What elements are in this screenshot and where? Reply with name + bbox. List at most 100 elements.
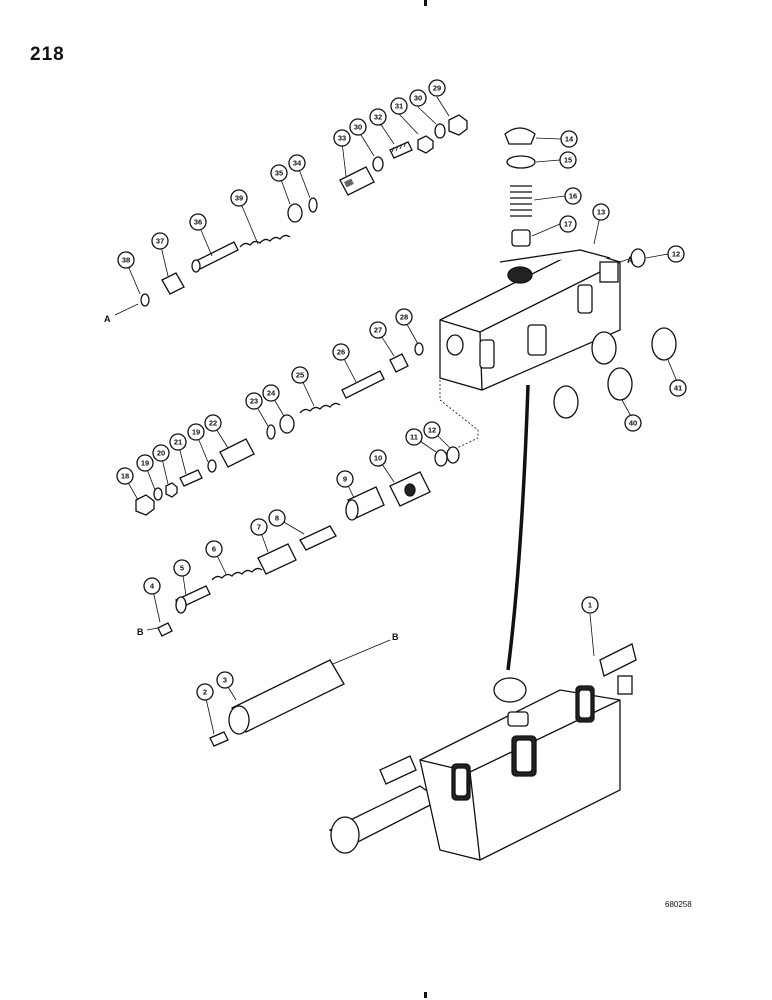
callout-6: 6 [205, 540, 223, 558]
callout-13: 13 [592, 203, 610, 221]
part-16-spring [510, 185, 532, 217]
part-23-o-ring [266, 424, 276, 440]
svg-text:1: 1 [588, 601, 592, 610]
svg-text:37: 37 [156, 237, 164, 246]
part-8-spool-end [299, 525, 337, 551]
figure-code: 680258 [665, 900, 692, 909]
svg-text:16: 16 [569, 192, 577, 201]
part-24-backup-ring [279, 414, 295, 434]
callout-26: 26 [332, 343, 350, 361]
part-1-top-cap [493, 677, 527, 703]
callout-41: 41 [669, 379, 687, 397]
part-12b-o-ring [446, 446, 460, 464]
callout-19a: 19 [187, 423, 205, 441]
svg-text:11: 11 [410, 433, 418, 442]
part-1-top-edge [469, 699, 621, 773]
leader-16 [533, 195, 566, 201]
callout-10: 10 [369, 449, 387, 467]
callout-17: 17 [559, 215, 577, 233]
assembly-link-arrow [506, 384, 530, 671]
part-1-cap-end [330, 816, 360, 854]
leader-a-left [114, 303, 139, 316]
part-27-seat [389, 353, 409, 373]
relief-valve-middle-group [135, 342, 424, 516]
part-39-spring [239, 234, 291, 248]
dashed-alignment-line [439, 372, 479, 457]
part-1-slot-center-inner [515, 739, 533, 773]
part-1-slot-right-inner [578, 689, 592, 719]
seal-ring-b [553, 385, 579, 419]
callout-3: 3 [216, 671, 234, 689]
svg-text:34: 34 [293, 159, 302, 168]
callout-22: 22 [204, 414, 222, 432]
svg-text:17: 17 [564, 220, 572, 229]
spool-parts-group [157, 446, 460, 637]
svg-text:41: 41 [674, 384, 682, 393]
leader-b-right [332, 639, 391, 665]
part-19a-washer [207, 459, 217, 473]
svg-text:30: 30 [354, 123, 362, 132]
leader-14 [535, 137, 562, 140]
callout-29: 29 [428, 79, 446, 97]
part-20-nut [165, 482, 178, 498]
svg-text:28: 28 [400, 313, 408, 322]
svg-text:31: 31 [395, 102, 403, 111]
part-9-end [345, 499, 359, 521]
bottom-edge-mark [424, 992, 427, 998]
svg-text:21: 21 [174, 438, 182, 447]
svg-text:36: 36 [194, 218, 202, 227]
part-13-port [507, 266, 533, 284]
callout-35: 35 [270, 164, 288, 182]
callout-39: 39 [230, 189, 248, 207]
callout-33: 33 [333, 129, 351, 147]
callout-37: 37 [151, 232, 169, 250]
callout-40: 40 [624, 414, 642, 432]
svg-text:33: 33 [338, 134, 346, 143]
valve-section-body-13 [439, 249, 621, 391]
part-13-side-port [446, 334, 464, 356]
part-35-backup-ring [287, 203, 303, 223]
callout-20: 20 [152, 444, 170, 462]
callout-19b: 19 [136, 454, 154, 472]
leader-39 [238, 198, 259, 245]
svg-text:10: 10 [374, 454, 382, 463]
part-17-plunger [511, 229, 531, 247]
svg-text:25: 25 [296, 371, 304, 380]
callout-7: 7 [250, 518, 268, 536]
part-6-spring [211, 567, 263, 581]
part-1-fitting-right [599, 643, 637, 677]
svg-text:19: 19 [192, 428, 200, 437]
callout-5: 5 [173, 559, 191, 577]
part-3-cap-end [228, 705, 250, 735]
callout-38: 38 [117, 251, 135, 269]
part-21-adjusting-screw [179, 469, 203, 487]
part-1-slot-left-inner [454, 767, 468, 797]
leader-29 [436, 96, 450, 117]
part-33-plug [339, 166, 375, 196]
part-40-seal-ring [607, 367, 633, 401]
callout-30a: 30 [409, 89, 427, 107]
svg-text:35: 35 [275, 169, 283, 178]
part-26-poppet [341, 370, 385, 399]
callout-11: 11 [405, 428, 423, 446]
leader-a-right [619, 257, 633, 263]
ref-letter-b-right: B [392, 632, 399, 642]
part-1-spool-end [617, 675, 633, 695]
callout-27: 27 [369, 321, 387, 339]
svg-text:3: 3 [223, 676, 227, 685]
ref-letter-a-left: A [104, 314, 111, 324]
part-13-slot-right [577, 284, 593, 314]
svg-text:32: 32 [374, 113, 382, 122]
part-13-slot-left [479, 339, 495, 369]
svg-text:4: 4 [150, 582, 155, 591]
part-7-cap [257, 543, 297, 575]
callout-15: 15 [559, 151, 577, 169]
callout-12b: 12 [423, 421, 441, 439]
part-29-cap-nut [448, 114, 468, 136]
callout-36: 36 [189, 213, 207, 231]
svg-text:8: 8 [275, 514, 279, 523]
svg-text:24: 24 [267, 389, 276, 398]
part-2-screw [209, 731, 229, 747]
